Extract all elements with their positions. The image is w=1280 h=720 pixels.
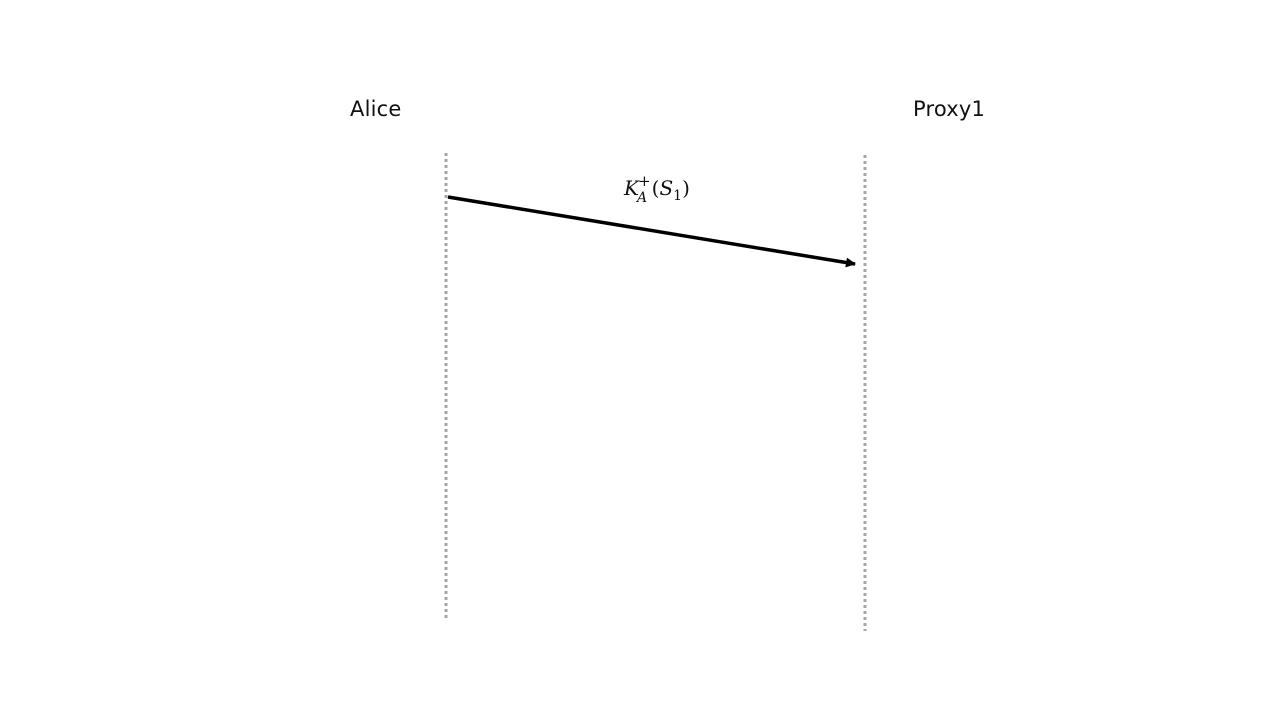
actor-label-proxy1: Proxy1 — [913, 97, 986, 121]
message-label-open-paren: ( — [651, 176, 660, 200]
message-label-base: K — [624, 176, 639, 200]
message-label-subscript: A — [636, 190, 648, 206]
message-label-close-paren: ) — [682, 176, 690, 200]
message-label-superscript: + — [638, 172, 651, 190]
message-label: KA+(S1) — [624, 174, 690, 206]
message-label-argument-subscript: 1 — [673, 188, 683, 204]
message-arrow-alice-to-proxy1 — [447, 195, 856, 268]
message-label-argument: S — [659, 176, 674, 200]
actor-label-alice: Alice — [350, 97, 402, 121]
